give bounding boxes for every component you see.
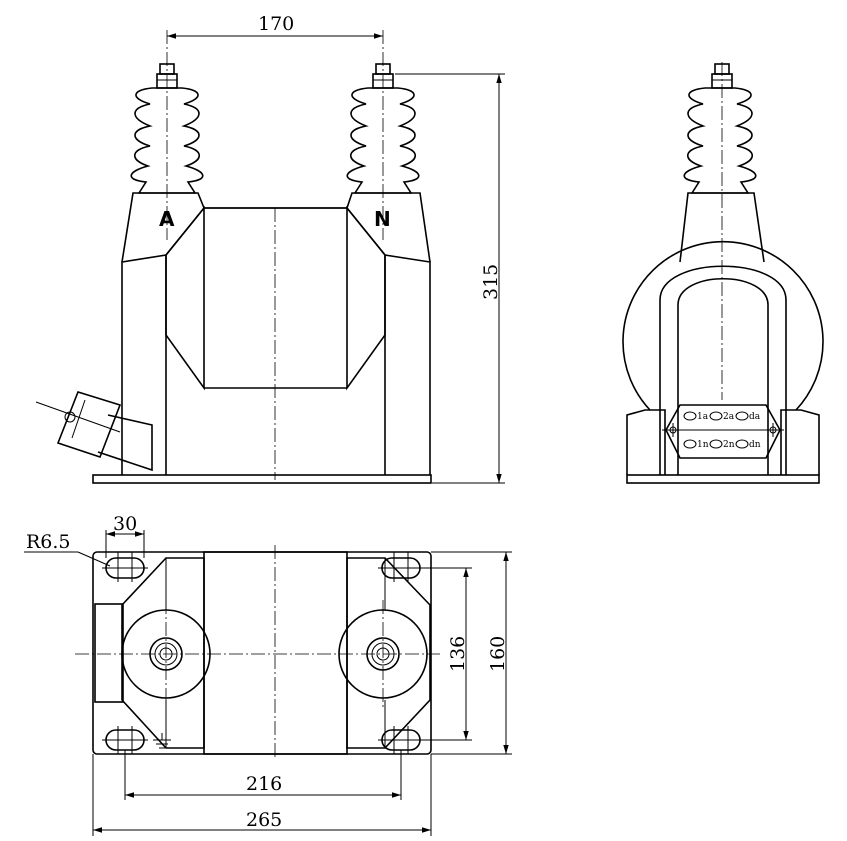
terminal-stud-row-bottom: [683, 439, 749, 449]
dim-base-depth: 160: [487, 636, 509, 672]
ground-symbol-icon: [153, 733, 171, 749]
terminal-dn: dn: [749, 440, 761, 450]
bushing-side: [683, 63, 757, 194]
terminal-stud-row-top: [683, 411, 749, 421]
body-outline: [121, 207, 431, 475]
dim-hole-spacing-y: 136: [447, 636, 469, 672]
dim-slot-width: 30: [113, 513, 137, 535]
terminal-label-a: A: [159, 207, 175, 231]
terminal-label-n: N: [374, 207, 391, 231]
mounting-slots: [102, 552, 424, 754]
dim-hole-spacing-x: 216: [246, 773, 282, 795]
terminal-2n: 2n: [723, 440, 735, 450]
base-plate: [92, 474, 432, 484]
terminal-2a: 2a: [723, 412, 735, 422]
plan-view: R6.5 30 136 160 216 265: [24, 513, 512, 836]
core-circle: [622, 240, 824, 411]
front-view: A N 170 315: [35, 13, 505, 484]
side-view: 1a 2a da 1n 2n dn: [622, 62, 824, 484]
dim-hole-radius: R6.5: [26, 531, 71, 553]
terminal-da: da: [749, 412, 761, 422]
terminal-1a: 1a: [697, 412, 709, 422]
dim-base-width: 265: [246, 809, 282, 831]
terminal-1n: 1n: [697, 440, 709, 450]
secondary-terminal-plate: 1a 2a da 1n 2n dn: [662, 404, 784, 459]
secondary-terminal-box: [35, 391, 153, 472]
dim-height: 315: [480, 264, 502, 300]
dim-terminal-spacing: 170: [258, 13, 294, 35]
core-window: [165, 205, 205, 391]
